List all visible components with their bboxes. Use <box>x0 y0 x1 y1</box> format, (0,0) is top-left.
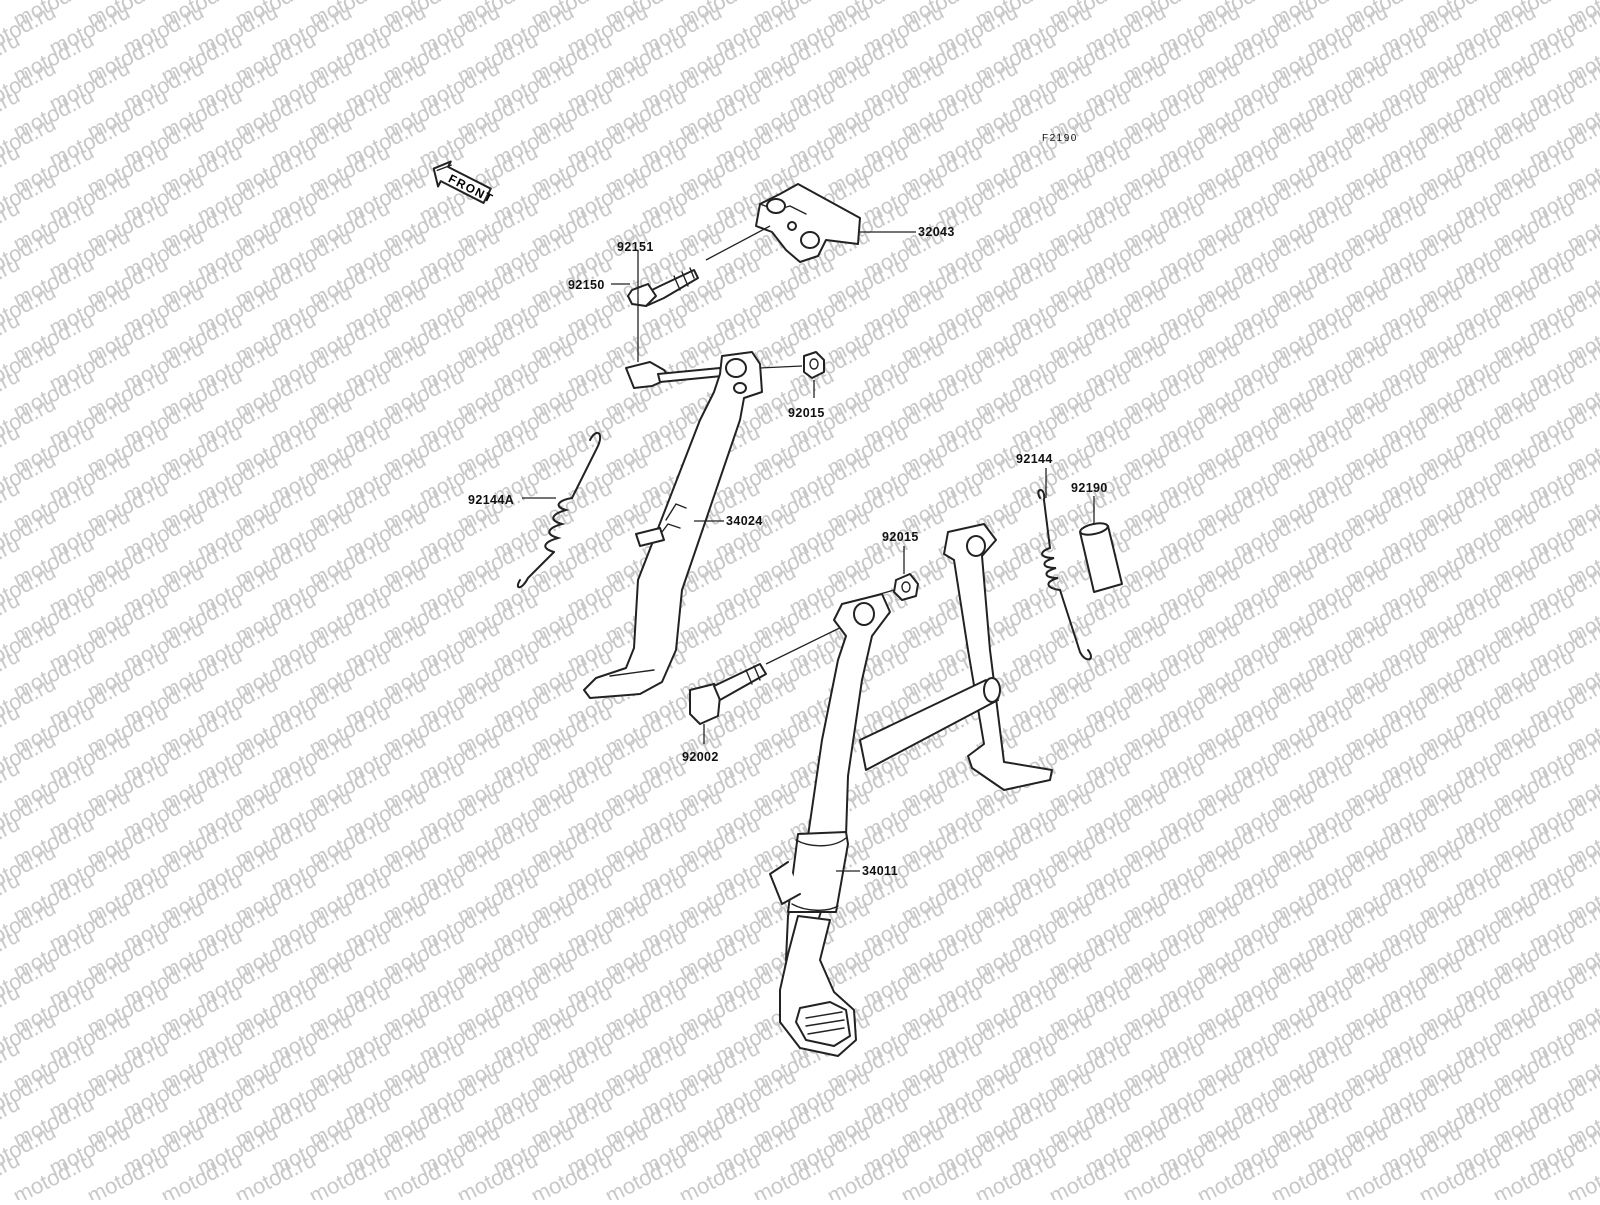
figure-code: F2190 <box>1042 133 1078 144</box>
part-label-92150: 92150 <box>568 278 605 292</box>
part-label-92015-upper: 92015 <box>788 406 825 420</box>
part-label-92015-lower: 92015 <box>882 530 919 544</box>
part-label-92190: 92190 <box>1071 481 1108 495</box>
part-label-32043: 32043 <box>918 225 955 239</box>
part-label-92002: 92002 <box>682 750 719 764</box>
part-label-34011: 34011 <box>862 864 898 878</box>
part-label-92144: 92144 <box>1016 452 1053 466</box>
part-label-34024: 34024 <box>726 514 763 528</box>
part-label-92151: 92151 <box>617 240 654 254</box>
part-label-92144A: 92144A <box>468 493 514 507</box>
nut-92015-upper-part <box>803 351 825 379</box>
